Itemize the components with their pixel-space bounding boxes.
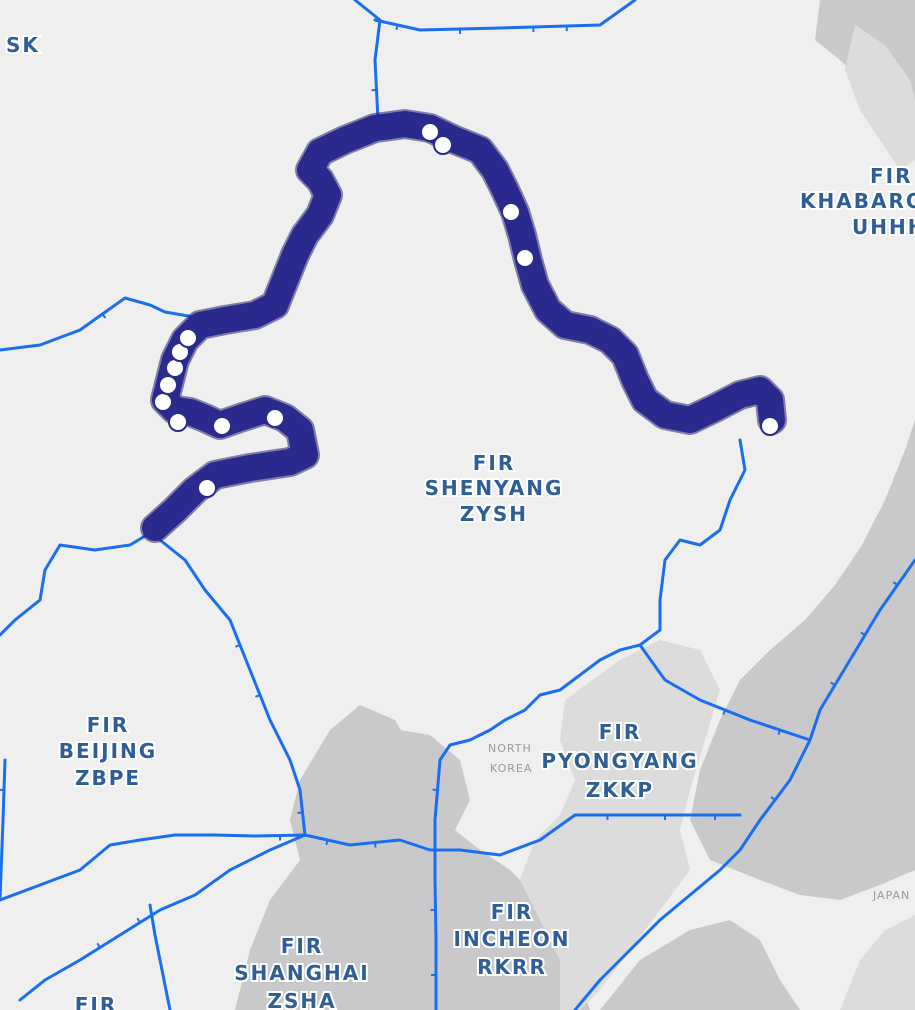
fir-boundary-line bbox=[638, 643, 812, 742]
fir-labels: SK FIR KHABAROVSK UHHH FIR SHENYANG ZYSH… bbox=[4, 31, 915, 1010]
waypoint-circle-icon[interactable] bbox=[433, 135, 453, 155]
fir-boundary-line bbox=[148, 903, 172, 1010]
korean-peninsula bbox=[520, 640, 720, 1010]
flight-track-line[interactable] bbox=[142, 111, 785, 541]
fir-boundary-line bbox=[158, 538, 307, 837]
sea-bohai bbox=[300, 705, 410, 790]
fir-label-khabarovsk-code: UHHH bbox=[852, 215, 915, 239]
fir-label-bottom-left-title: FIR bbox=[75, 993, 118, 1010]
fir-boundary-line bbox=[0, 833, 307, 902]
fir-boundary-line bbox=[303, 813, 742, 857]
fir-boundary-line bbox=[18, 833, 307, 1002]
fir-label-pyongyang-code: ZKKP bbox=[586, 778, 654, 802]
fir-boundary-tick bbox=[101, 313, 107, 319]
waypoint-circle-icon[interactable] bbox=[212, 416, 232, 436]
flight-track[interactable] bbox=[140, 109, 787, 543]
north-east-coast bbox=[845, 25, 915, 170]
waypoint-circle-icon[interactable] bbox=[760, 416, 780, 436]
fir-label-khabarovsk-name: KHABAROVSK bbox=[800, 189, 915, 213]
sea-korea-bay bbox=[600, 920, 800, 1010]
fir-label-shenyang-title: FIR bbox=[473, 451, 516, 475]
place-labels: NORTH KOREA JAPAN bbox=[488, 742, 910, 902]
fir-boundary-tick bbox=[254, 694, 261, 698]
fir-boundary-line bbox=[0, 296, 202, 352]
fir-label-shenyang-name: SHENYANG bbox=[425, 476, 564, 500]
fir-boundary-tick bbox=[722, 709, 726, 716]
place-label-north: NORTH bbox=[488, 742, 532, 755]
fir-boundary-tick bbox=[136, 917, 141, 924]
fir-label-beijing-title: FIR bbox=[87, 713, 130, 737]
waypoint-circle-icon[interactable] bbox=[265, 408, 285, 428]
japan-island bbox=[840, 915, 915, 1010]
fir-label-sk-name: SK bbox=[6, 33, 40, 57]
fir-boundary-line bbox=[373, 0, 637, 32]
fir-label-shanghai-name: SHANGHAI bbox=[234, 961, 369, 985]
fir-label-pyongyang-name: PYONGYANG bbox=[541, 749, 698, 773]
waypoint-circle-icon[interactable] bbox=[178, 328, 198, 348]
fir-boundary-line bbox=[433, 758, 442, 1010]
fir-boundary-line bbox=[0, 528, 157, 637]
fir-boundary-tick bbox=[234, 644, 241, 648]
fir-boundary-line bbox=[0, 758, 7, 902]
fir-label-khabarovsk-title: FIR bbox=[870, 164, 913, 188]
waypoint-circle-icon[interactable] bbox=[515, 248, 535, 268]
fir-boundary-tick bbox=[325, 839, 329, 846]
fir-boundary-line bbox=[438, 438, 747, 762]
fir-boundary-line bbox=[573, 558, 915, 1010]
waypoint-circle-icon[interactable] bbox=[501, 202, 521, 222]
fir-label-incheon-title: FIR bbox=[491, 900, 534, 924]
place-label-japan: JAPAN bbox=[872, 889, 910, 902]
fir-boundary-tick bbox=[770, 796, 776, 801]
fir-boundary-tick bbox=[395, 24, 399, 31]
sea-yellow bbox=[235, 730, 590, 1010]
waypoint-circle-icon[interactable] bbox=[158, 375, 178, 395]
fir-boundary-tick bbox=[892, 581, 899, 586]
fir-label-shenyang-code: ZYSH bbox=[460, 502, 528, 526]
fir-boundary-tick bbox=[96, 942, 101, 949]
fir-label-incheon-code: RKRR bbox=[477, 955, 547, 979]
fir-label-shanghai-code: ZSHA bbox=[267, 989, 336, 1010]
fir-label-beijing-code: ZBPE bbox=[75, 766, 141, 790]
waypoint-circle-icon[interactable] bbox=[168, 412, 188, 432]
fir-label-incheon-name: INCHEON bbox=[454, 927, 571, 951]
waypoint-circle-icon[interactable] bbox=[153, 392, 173, 412]
place-label-korea: KOREA bbox=[490, 762, 532, 775]
waypoint-circle-icon[interactable] bbox=[197, 478, 217, 498]
fir-boundary-tick bbox=[297, 811, 303, 815]
fir-boundary-tick bbox=[777, 729, 781, 736]
land-overlays bbox=[520, 25, 915, 1010]
fir-label-beijing-name: BEIJING bbox=[59, 739, 157, 763]
fir-label-pyongyang-title: FIR bbox=[599, 720, 642, 744]
fir-boundary-tick bbox=[860, 631, 866, 636]
waypoint-circle-icon[interactable] bbox=[420, 122, 440, 142]
sea-east bbox=[690, 420, 915, 900]
fir-label-shanghai-title: FIR bbox=[281, 934, 324, 958]
waypoint-markers[interactable] bbox=[153, 122, 780, 498]
fir-boundary-tick bbox=[830, 681, 836, 686]
